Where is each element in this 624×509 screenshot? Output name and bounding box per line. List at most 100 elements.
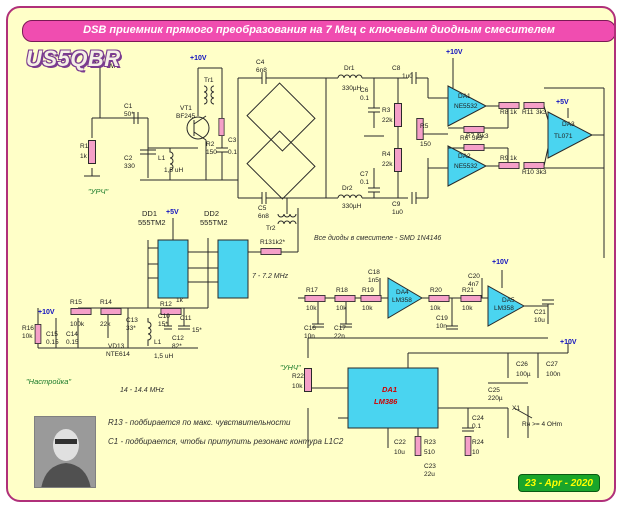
af-amp-label: "УНЧ" <box>280 363 301 372</box>
r12-value: 1k <box>176 297 184 304</box>
r13-ref: R13 <box>260 239 272 246</box>
schematic-frame: DSB приемник прямого преобразования на 7… <box>6 6 616 502</box>
dr2-ref: Dr2 <box>342 185 353 192</box>
r20-ref: R20 <box>430 287 442 294</box>
c7-value: 0.1 <box>360 179 369 186</box>
tr1-ref: Tr1 <box>204 77 214 84</box>
dr1-value: 330µH <box>342 85 362 92</box>
c20-value: 4n7 <box>468 281 479 288</box>
c17-value: 22n <box>334 333 345 340</box>
tr2-ref: Tr2 <box>266 225 276 232</box>
l1b-ref: L1 <box>154 339 162 346</box>
r21-value: 10k <box>462 305 473 312</box>
schematic-diagram: +10V +10V +5V +5V +10V +10V +10V "УРЧ" "… <box>22 49 605 478</box>
r19-ref: R19 <box>362 287 374 294</box>
rf-amp-label: "УРЧ" <box>88 187 109 196</box>
c13-value: 33* <box>126 325 136 332</box>
da5-ref: DA5 <box>502 297 515 304</box>
r4-ref: R4 <box>382 151 391 158</box>
da3-type: TL071 <box>554 133 573 140</box>
dr2-value: 330µH <box>342 203 362 210</box>
da5-type: LM358 <box>494 305 514 312</box>
r11-ref: R11 <box>522 109 534 116</box>
r3-value: 22k <box>382 117 393 124</box>
dd1-ref: DD1 <box>142 209 157 218</box>
r12-ref: R12 <box>160 301 172 308</box>
c1-value: 50* <box>124 111 134 118</box>
r19-value: 10k <box>362 305 373 312</box>
supply-label: +10V <box>190 55 207 62</box>
r23-value: 510 <box>424 449 435 456</box>
c14-value: 0.15 <box>66 339 79 346</box>
c3-ref: C3 <box>228 137 237 144</box>
author-photo <box>34 416 96 488</box>
c19-ref: C19 <box>436 315 448 322</box>
c5-ref: C5 <box>258 205 267 212</box>
vfo-range-label: 14 - 14.4 MHz <box>120 387 164 394</box>
c12-value: 82* <box>172 343 182 350</box>
r1-ref: R1 <box>80 143 89 150</box>
r1-value: 1k <box>80 153 88 160</box>
c4-ref: C4 <box>256 59 265 66</box>
c2-value: 330 <box>124 163 135 170</box>
dd2-type: 555TM2 <box>200 218 228 227</box>
supply-label: +5V <box>556 99 569 106</box>
c16-value: 10n <box>304 333 315 340</box>
r11-value: 3k3 <box>536 109 547 116</box>
x1-ref: X1 <box>512 405 520 412</box>
r22-value: 10k <box>292 383 303 390</box>
vd13-type: NTE614 <box>106 351 130 358</box>
c7-ref: C7 <box>360 171 369 178</box>
c13-ref: C13 <box>126 317 138 324</box>
c26-ref: C26 <box>516 361 528 368</box>
supply-label: +10V <box>38 309 55 316</box>
r8-ref: R8 <box>500 109 509 116</box>
c15-value: 0.15 <box>46 339 59 346</box>
c25-ref: C25 <box>488 387 500 394</box>
c5-value: 6n8 <box>258 213 269 220</box>
lm386-type: LM386 <box>374 397 398 406</box>
c6-ref: C6 <box>360 87 369 94</box>
c12-ref: C12 <box>172 335 184 342</box>
c15-ref: C15 <box>46 331 58 338</box>
r2-value: 150 <box>206 149 217 156</box>
lm386-ref: DA1 <box>382 385 397 394</box>
r20-value: 10k <box>430 305 441 312</box>
l1b-value: 1,5 uH <box>154 353 173 360</box>
c9-ref: C9 <box>392 201 401 208</box>
da1-type: NE5532 <box>454 103 478 110</box>
c8-ref: C8 <box>392 65 401 72</box>
r15-value: 100k <box>70 321 85 328</box>
r15-ref: R15 <box>70 299 82 306</box>
dd2-ref: DD2 <box>204 209 219 218</box>
c21-value: 10u <box>534 317 545 324</box>
tuning-label: "Настройка" <box>26 377 71 386</box>
r9-value: 1k <box>510 155 518 162</box>
c18-value: 1n5 <box>368 277 379 284</box>
r16-ref: R16 <box>22 325 34 332</box>
supply-label: +10V <box>560 339 577 346</box>
r23-ref: R23 <box>424 439 436 446</box>
c10-ref: C10 <box>158 313 170 320</box>
da3-unit-ref: DA3 <box>562 121 575 128</box>
r7-value: 3k3 <box>478 133 489 140</box>
load-note: Rн >= 4 OHm <box>522 421 562 428</box>
c11-ref: C11 <box>180 315 192 322</box>
r10-value: 3k3 <box>536 169 547 176</box>
r2-ref: R2 <box>206 141 215 148</box>
diode-note: Все диоды в смесителе - SMD 1N4146 <box>314 234 441 242</box>
schematic-title: DSB приемник прямого преобразования на 7… <box>83 24 555 36</box>
vt1-value: BF245 <box>176 113 196 120</box>
c6-value: 0.1 <box>360 95 369 102</box>
c22-value: 10u <box>394 449 405 456</box>
l1-ref: L1 <box>158 155 166 162</box>
r17-value: 10k <box>306 305 317 312</box>
note-r13: R13 - подбирается по макс. чувствительно… <box>108 418 291 427</box>
r9-ref: R9 <box>500 155 509 162</box>
r10-ref: R10 <box>522 169 534 176</box>
c10-value: 15* <box>158 321 168 328</box>
c21-ref: C21 <box>534 309 546 316</box>
c11-value: 15* <box>192 327 202 334</box>
r14-value: 22k <box>100 321 111 328</box>
c24-value: 0.1 <box>472 423 481 430</box>
